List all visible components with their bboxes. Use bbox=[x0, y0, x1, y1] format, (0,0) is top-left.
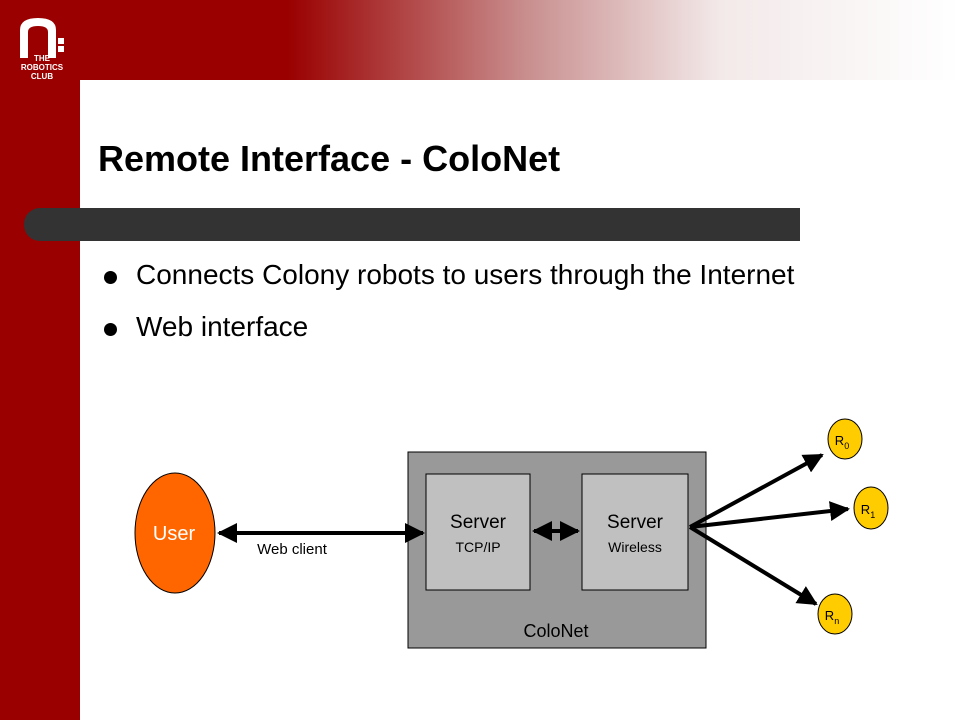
robot-rn-sub: n bbox=[834, 616, 839, 626]
slide-title: Remote Interface - ColoNet bbox=[98, 138, 561, 179]
wireless-to-r0-arrow bbox=[689, 453, 824, 529]
web-client-label: Web client bbox=[257, 541, 328, 558]
robot-r0-sub: 0 bbox=[844, 441, 849, 451]
robot-r1-label: R1 bbox=[861, 502, 875, 520]
logo-text: THE ROBOTICS CLUB bbox=[12, 54, 72, 81]
server-wireless-title: Server bbox=[607, 512, 664, 533]
robot-r1-node bbox=[853, 486, 889, 530]
bullet-item: Connects Colony robots to users through … bbox=[104, 256, 924, 294]
server-wireless-subtitle: Wireless bbox=[608, 539, 662, 555]
user-label: User bbox=[153, 523, 196, 545]
robot-r1-sub: 1 bbox=[870, 510, 875, 520]
bullet-text: Web interface bbox=[136, 311, 309, 342]
bullet-list: Connects Colony robots to users through … bbox=[104, 256, 924, 360]
bullet-dot-icon bbox=[104, 323, 117, 336]
robot-r0-base: R bbox=[835, 433, 844, 448]
robot-rn-node bbox=[817, 593, 853, 635]
wireless-to-r1-arrow bbox=[689, 501, 850, 529]
colonet-label: ColoNet bbox=[523, 621, 588, 641]
robot-rn-base: R bbox=[825, 608, 834, 623]
server-tcp-subtitle: TCP/IP bbox=[455, 539, 500, 555]
robot-r0-node bbox=[827, 418, 863, 460]
server-wireless-box bbox=[581, 473, 689, 591]
logo-line-3: CLUB bbox=[30, 72, 54, 81]
server-tcp-box bbox=[425, 473, 531, 591]
server-tcp-title: Server bbox=[450, 512, 507, 533]
wireless-to-rn-arrow bbox=[688, 525, 818, 606]
robot-r1-base: R bbox=[861, 502, 870, 517]
robotics-club-logo bbox=[20, 18, 64, 58]
logo-line-1: THE bbox=[34, 54, 50, 63]
user-node bbox=[134, 472, 216, 594]
title-underline-bar bbox=[24, 208, 800, 241]
robot-rn-label: Rn bbox=[825, 608, 839, 626]
logo-line-2: ROBOTICS bbox=[20, 63, 64, 72]
header-band bbox=[0, 0, 960, 80]
robot-r0-label: R0 bbox=[835, 433, 849, 451]
bullet-dot-icon bbox=[104, 271, 117, 284]
bullet-text: Connects Colony robots to users through … bbox=[136, 259, 795, 290]
bullet-item: Web interface bbox=[104, 308, 924, 346]
side-band bbox=[0, 0, 80, 720]
